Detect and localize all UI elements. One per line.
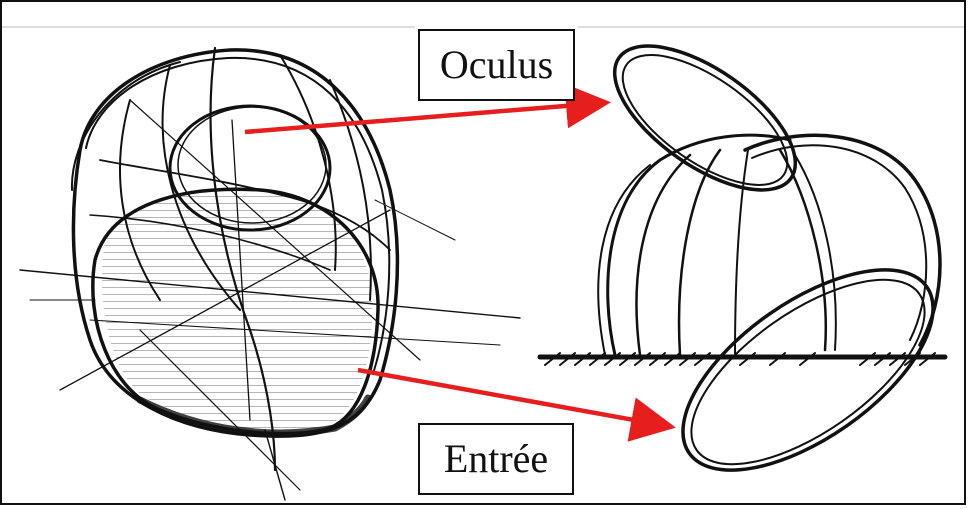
image-frame	[0, 0, 966, 505]
